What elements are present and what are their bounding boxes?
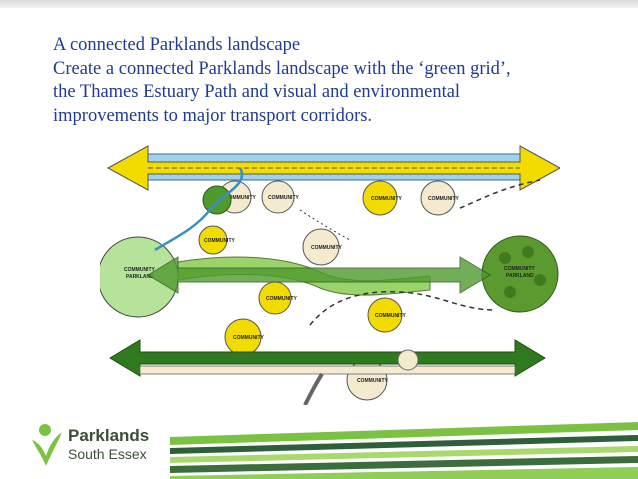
slide-text: A connected Parklands landscape Create a… xyxy=(53,34,613,128)
community-parkland-right-label-2: PARKLAND xyxy=(506,273,534,279)
slide-body-line-3: improvements to major transport corridor… xyxy=(53,105,373,126)
stripe xyxy=(170,467,638,479)
community-circle xyxy=(258,281,292,315)
brand-subtitle: South Essex xyxy=(68,446,147,462)
stripe xyxy=(170,422,638,445)
community-label: COMMUNITY xyxy=(204,238,235,244)
stripe xyxy=(170,446,638,463)
community-label: COMMUNITY xyxy=(268,195,299,201)
community-label: COMMUNITY xyxy=(311,245,342,251)
tree-clump xyxy=(499,252,511,264)
community-label: COMMUNITY xyxy=(375,313,406,319)
slide-body-line-1: Create a connected Parklands landscape w… xyxy=(53,58,511,79)
slide-title: A connected Parklands landscape xyxy=(53,35,301,55)
community-circle xyxy=(362,180,398,216)
stripe xyxy=(170,456,638,473)
side-road xyxy=(303,372,324,405)
roundabout xyxy=(397,349,419,371)
community-parkland-left-label-2: PARKLAND xyxy=(126,274,154,280)
community-parkland-left-label-1: COMMUNITY xyxy=(124,267,155,273)
community-label: COMMUNITY xyxy=(233,335,264,341)
community-label: COMMUNITY xyxy=(266,296,297,302)
community-label: COMMUNITY xyxy=(225,195,256,201)
river xyxy=(154,167,244,252)
parklands-diagram: COMMUNITY PARKLAND COMMUNITY PARKLAND CO… xyxy=(100,145,560,405)
brand-title: Parklands xyxy=(68,426,150,445)
slide-body-line-2: the Thames Estuary Path and visual and e… xyxy=(53,82,461,102)
community-parkland-right-label-1: COMMUNITY xyxy=(504,266,535,272)
community-label: COMMUNITY xyxy=(371,196,402,202)
community-label: COMMUNITY xyxy=(357,378,388,384)
stripe xyxy=(170,435,638,454)
footpath xyxy=(309,291,496,326)
tree-clump xyxy=(534,274,546,286)
community-circle xyxy=(420,180,456,216)
tree-clump xyxy=(522,246,534,258)
parklands-logo-icon xyxy=(32,424,62,466)
footpath xyxy=(459,179,541,209)
community-circle xyxy=(261,180,295,214)
woodland-circle xyxy=(202,185,232,215)
community-circle xyxy=(302,228,340,266)
top-band xyxy=(0,0,638,8)
road xyxy=(139,365,516,375)
green-grid-arrow xyxy=(147,256,491,294)
community-circle xyxy=(367,297,403,333)
community-circle xyxy=(198,225,228,255)
tree-clump xyxy=(504,286,516,298)
community-label: COMMUNITY xyxy=(428,196,459,202)
